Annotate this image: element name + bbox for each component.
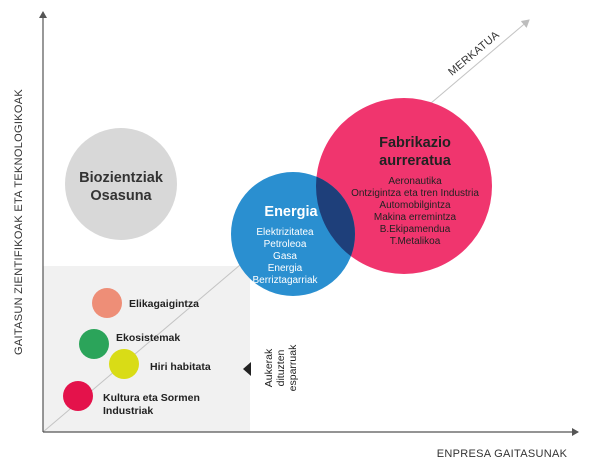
kultura-sormen-label-line2: Industriak: [103, 405, 153, 417]
hiri-habitata-dot: [109, 349, 139, 379]
niche-label-line2: dituzten: [275, 349, 287, 386]
market-label: MERKATUA: [446, 29, 502, 79]
ekosistemak-label: Ekosistemak: [116, 332, 180, 344]
y-axis-label: GAITASUN ZIENTIFIKOAK ETA TEKNOLOGIKOAK: [13, 89, 25, 355]
elikagaigintza-label: Elikagaigintza: [129, 298, 199, 310]
kultura-sormen-dot: [63, 381, 93, 411]
ekosistemak-dot: [79, 329, 109, 359]
energia-item: Berriztagarriak: [252, 275, 318, 286]
niche-pointer-icon: [243, 362, 251, 376]
fabrikazio-title-line2: aurreratua: [379, 153, 452, 169]
niche-label: Aukerak dituzten esparruak: [263, 344, 299, 391]
niche-label-line1: Aukerak: [263, 348, 275, 387]
fabrikazio-item: Ontzigintza eta tren Industria: [351, 188, 479, 199]
fabrikazio-circle: [316, 98, 492, 274]
energia-item: Elektrizitatea: [256, 227, 314, 238]
biozientziak-circle: [65, 128, 177, 240]
energia-item: Petroleoa: [264, 239, 307, 250]
kultura-sormen-label-line1: Kultura eta Sormen: [103, 392, 200, 404]
niche-label-line3: esparruak: [287, 344, 299, 391]
fabrikazio-item: B.Ekipamendua: [380, 224, 451, 235]
biozientziak-title-line2: Osasuna: [90, 188, 152, 204]
fabrikazio-item: Aeronautika: [388, 176, 442, 187]
energia-item: Energia: [268, 263, 303, 274]
elikagaigintza-dot: [92, 288, 122, 318]
x-axis-label: ENPRESA GAITASUNAK: [437, 448, 568, 460]
biozientziak-title-line1: Biozientziak: [79, 170, 164, 186]
fabrikazio-title-line1: Fabrikazio: [379, 135, 451, 151]
energia-title: Energia: [264, 204, 318, 220]
fabrikazio-item: T.Metalikoa: [390, 236, 441, 247]
energia-item: Gasa: [273, 251, 297, 262]
fabrikazio-item: Makina erremintza: [374, 212, 457, 223]
hiri-habitata-label: Hiri habitata: [150, 361, 211, 373]
fabrikazio-item: Automobilgintza: [379, 200, 451, 211]
